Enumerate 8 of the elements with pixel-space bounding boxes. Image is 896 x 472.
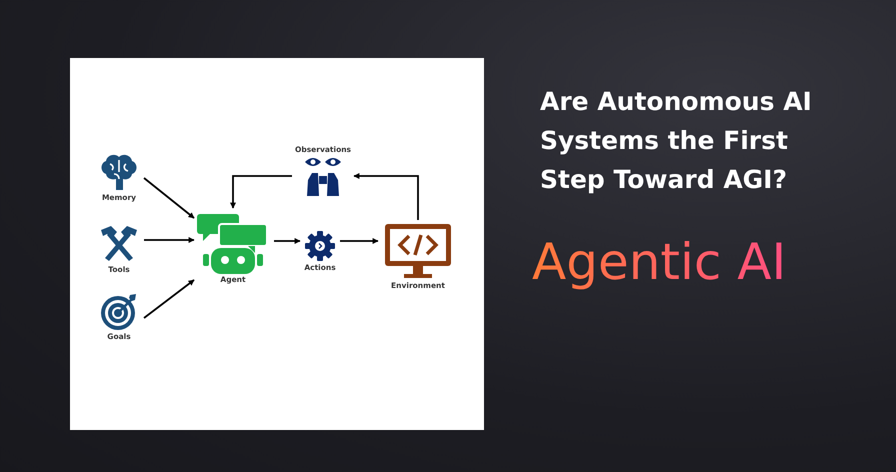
arrow [143, 177, 195, 219]
headline: Are Autonomous AI Systems the First Step Toward AGI? [540, 86, 813, 196]
arrow [143, 279, 195, 319]
arrow [353, 173, 419, 220]
arrow [144, 237, 195, 243]
arrow [274, 238, 301, 244]
arrow [230, 175, 292, 209]
arrow [340, 238, 379, 244]
